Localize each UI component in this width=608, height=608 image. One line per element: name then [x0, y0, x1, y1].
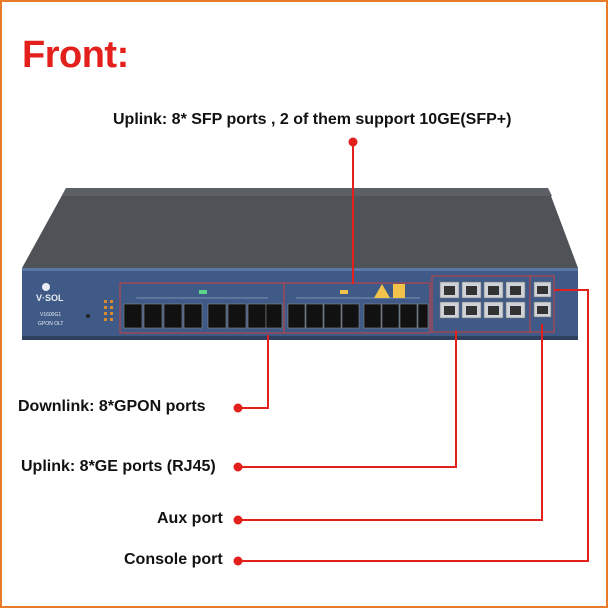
callout-uplink-ge: Uplink: 8*GE ports (RJ45): [21, 458, 216, 475]
uplink-sfp-marker: [348, 137, 358, 147]
page-title: Front:: [22, 34, 129, 76]
chassis-top: [22, 188, 578, 268]
device-model: V1600G1: [40, 312, 62, 318]
callout-uplink-sfp: Uplink: 8* SFP ports , 2 of them support…: [113, 111, 512, 128]
device-type: GPON OLT: [38, 321, 64, 327]
aux-marker: [233, 515, 243, 525]
device-brand: V·SOL: [36, 293, 64, 303]
console-marker: [233, 556, 243, 566]
downlink-leader-line: [240, 335, 269, 409]
console-leader-line: [240, 289, 589, 562]
downlink-marker: [233, 403, 243, 413]
uplink-ge-leader-line: [240, 330, 457, 468]
aux-leader-line: [240, 324, 543, 521]
brand-logo-icon: [42, 283, 50, 291]
uplink-ge-marker: [233, 462, 243, 472]
laser-label-icon: [393, 284, 405, 298]
callout-downlink-gpon: Downlink: 8*GPON ports: [18, 398, 206, 415]
callout-console-port: Console port: [124, 551, 223, 568]
laser-warning-icon: [374, 284, 390, 298]
callout-aux-port: Aux port: [157, 510, 223, 527]
